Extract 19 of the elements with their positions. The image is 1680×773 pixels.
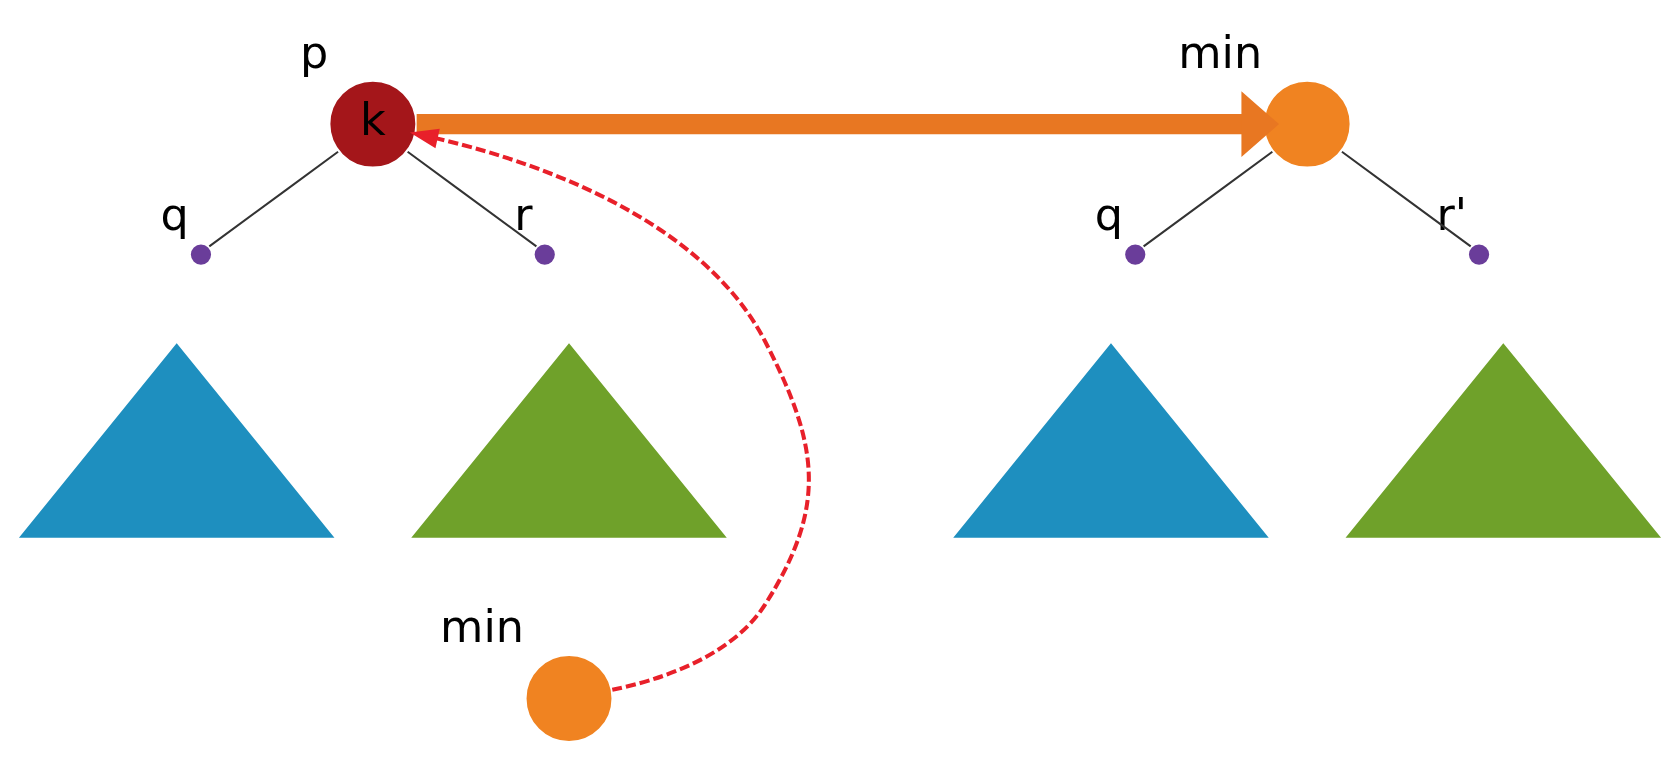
node-circle [524, 653, 614, 743]
node-label: min [440, 600, 524, 652]
node-label: min [1178, 26, 1263, 78]
node-circle [188, 241, 214, 267]
node-label: r [514, 188, 533, 240]
node-label: q [1094, 188, 1124, 240]
connector [1341, 150, 1472, 247]
node-circle [1123, 241, 1148, 267]
connector [208, 150, 339, 247]
node-circle: k [328, 79, 418, 169]
arrow [409, 128, 811, 692]
node-circle [532, 241, 557, 267]
arrow [416, 90, 1280, 157]
connector [407, 150, 537, 247]
node-label: p [300, 26, 329, 78]
node-label: r' [1436, 188, 1468, 240]
connector [1143, 150, 1273, 247]
node-label: q [160, 188, 189, 240]
node-circle [1466, 241, 1492, 267]
